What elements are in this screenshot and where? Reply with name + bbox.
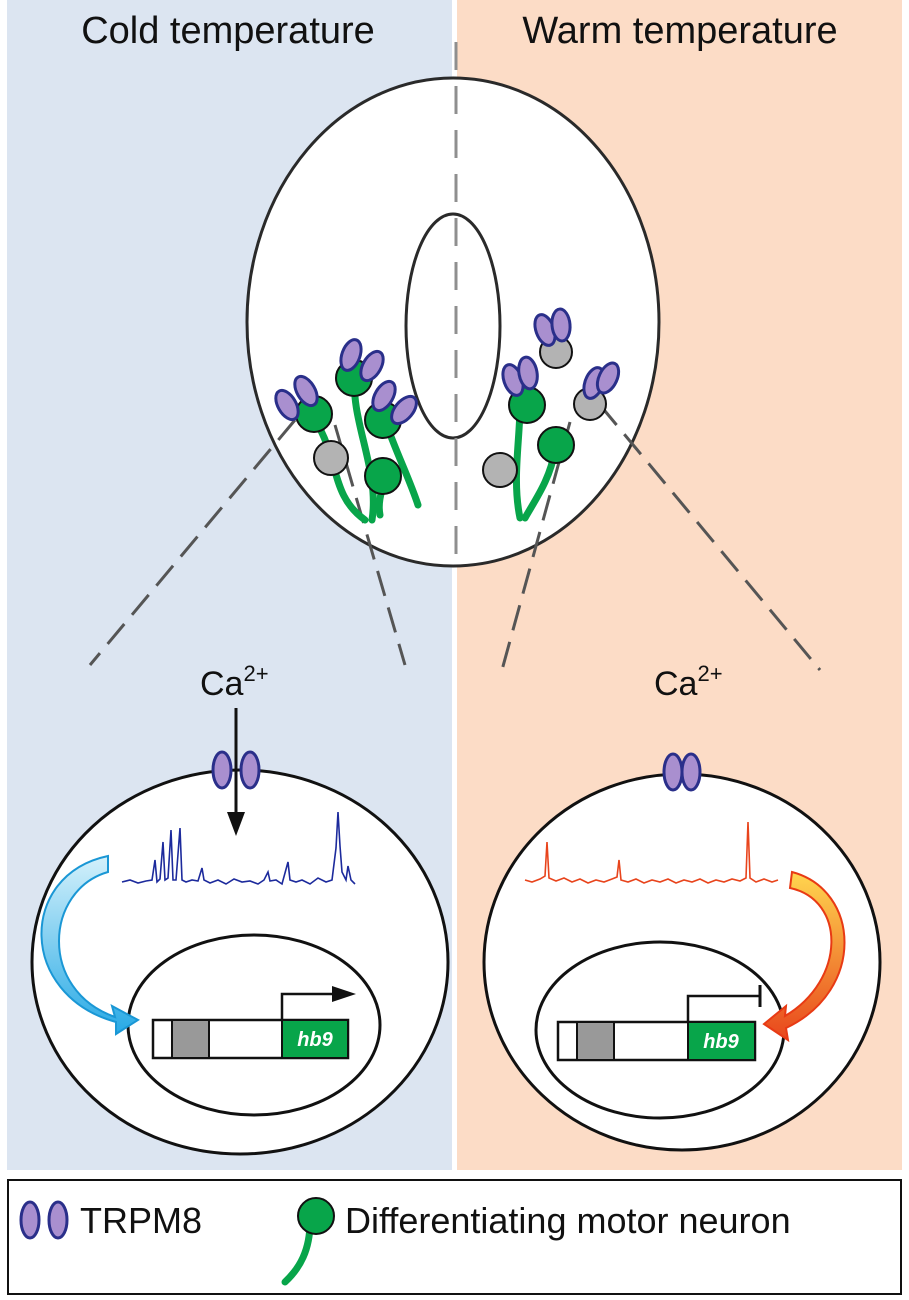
transcription-arrow-icon (280, 992, 340, 1020)
warm-panel-title: Warm temperature (522, 10, 837, 52)
transcription-block-icon (686, 994, 760, 1022)
legend-box (7, 1179, 902, 1295)
trpm8-channel-icon (662, 752, 702, 792)
cold-signal-arrow (40, 854, 140, 1036)
gene-regulatory-region (171, 1019, 210, 1059)
cold-side-cells (274, 338, 422, 524)
calcium-label-warm: Ca2+ (654, 661, 723, 703)
legend-trpm8-label: TRPM8 (80, 1200, 202, 1241)
trpm8-channel-icon (274, 338, 418, 426)
gray-cell (482, 452, 518, 488)
motor-neuron-soma (364, 457, 402, 495)
cold-gene-construct: hb9 (151, 986, 356, 1060)
transcription-arrowhead (332, 986, 356, 1002)
trpm8-legend-icon (19, 1200, 69, 1240)
warm-calcium-trace (524, 821, 779, 884)
gene-regulatory-region (576, 1021, 615, 1061)
cold-enlarged-cell: hb9 (30, 708, 450, 1156)
zoom-line-warm-right (598, 404, 822, 671)
trpm8-channel-icon (211, 750, 261, 790)
warm-signal-arrow (762, 870, 846, 1043)
motor-neuron-soma (537, 426, 575, 464)
zoom-line-cold-left (88, 419, 297, 666)
legend-neuron-label: Differentiating motor neuron (345, 1200, 791, 1241)
warm-gene-construct: hb9 (556, 985, 762, 1062)
warm-enlarged-cell: hb9 (482, 752, 882, 1152)
hb9-exon (281, 1019, 349, 1059)
neural-tube-lumen (404, 212, 502, 440)
motor-neuron-icon (281, 1197, 335, 1286)
legend: TRPM8 Differentiating motor neuron (7, 1179, 902, 1295)
cold-panel-title: Cold temperature (81, 10, 375, 52)
hb9-gene-label: hb9 (297, 1029, 333, 1051)
warm-side-cells (482, 307, 621, 522)
calcium-label-cold: Ca2+ (200, 661, 269, 703)
calcium-influx-arrowhead (227, 812, 245, 836)
cold-calcium-trace (121, 811, 356, 886)
trpm8-channel-icon (501, 307, 621, 400)
hb9-gene-label: hb9 (703, 1031, 739, 1053)
motor-neuron-axon (311, 416, 369, 524)
gray-cell (313, 440, 349, 476)
hb9-exon (687, 1021, 756, 1061)
